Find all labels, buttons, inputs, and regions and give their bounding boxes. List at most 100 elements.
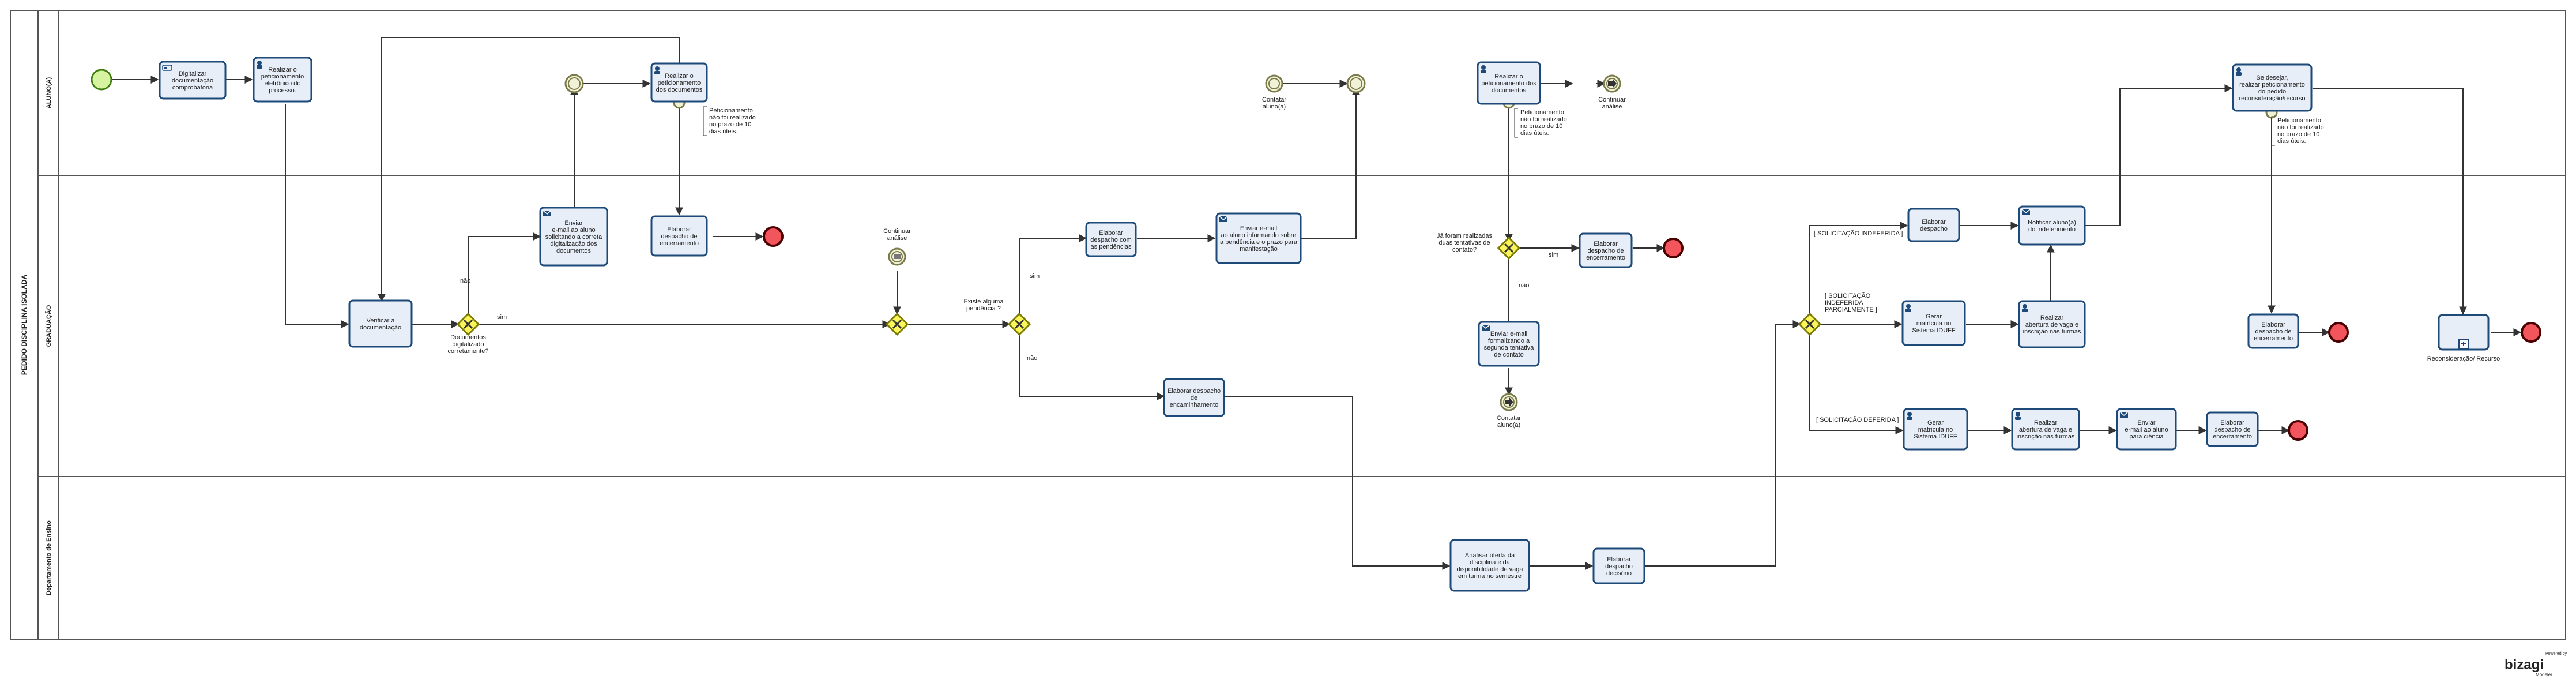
intermediate-event-2[interactable] <box>1346 74 1366 93</box>
task-label: encerramento <box>660 240 699 247</box>
task-label: despacho de <box>1588 247 1624 254</box>
task-label: eletrônico do <box>265 80 301 87</box>
user-icon <box>1907 412 1912 420</box>
flow-label: não <box>1519 282 1529 289</box>
intermediate-event-contatar-1[interactable] <box>1265 74 1283 93</box>
task-label: ao aluno informando sobre <box>1221 232 1297 239</box>
end-event-1[interactable] <box>763 226 784 247</box>
user-icon <box>257 61 262 69</box>
lane-graduacao: GRADUAÇÃO <box>37 175 2566 477</box>
task-t15[interactable]: Notificar aluno(a)do indeferimento <box>2018 205 2086 246</box>
gateway-documentos[interactable] <box>456 312 480 336</box>
event-label: análise <box>887 235 907 242</box>
annotation-text: dias úteis. <box>1520 130 1549 137</box>
task-label: Realizar o <box>1494 73 1523 80</box>
gateway-merge[interactable] <box>885 312 909 336</box>
script-icon <box>162 65 172 71</box>
user-icon <box>654 66 660 74</box>
end-event-3[interactable] <box>2328 322 2349 343</box>
annotation-text: Peticionamento <box>1520 109 1564 116</box>
annotation-text: Peticionamento <box>709 107 753 114</box>
task-label: Gerar <box>1926 313 1942 320</box>
end-event-5[interactable] <box>2521 322 2541 343</box>
event-label: aluno(a) <box>1497 422 1520 429</box>
task-label: documentação <box>172 77 213 84</box>
link-event-continuar-1[interactable] <box>1603 74 1621 93</box>
tasks: DigitalizardocumentaçãocomprobatóriaReal… <box>159 57 2490 592</box>
mail-icon <box>2021 209 2031 215</box>
task-label: Realizar o <box>665 73 694 80</box>
task-label: Elaborar <box>2220 419 2244 426</box>
lane-label-depto: Departamento de Ensino <box>46 520 52 595</box>
task-label: Verificar a <box>367 317 396 324</box>
gateway-tentativas[interactable] <box>1497 236 1521 260</box>
task-label: despacho de <box>2255 328 2292 335</box>
task-label: despacho com <box>1090 237 1132 243</box>
gateway-label: corretamente? <box>448 348 489 355</box>
task-label: matrícula no <box>1918 426 1953 433</box>
start-event[interactable] <box>91 69 112 91</box>
task-label: abertura de vaga e <box>2019 426 2072 433</box>
task-label: Elaborar <box>1607 556 1631 563</box>
user-icon <box>2236 67 2242 76</box>
task-label: Realizar o <box>268 66 297 73</box>
task-label: processo. <box>269 87 296 94</box>
brand-logo: Powered by bizagi Modeler <box>2505 652 2567 677</box>
link-event-continuar-2[interactable] <box>888 247 906 266</box>
task-label: disciplina e da <box>1470 559 1511 566</box>
task-label: reconsideração/recurso <box>2239 95 2306 102</box>
task-t25[interactable] <box>2438 314 2490 351</box>
task-label: segunda tentativa <box>1484 344 1535 351</box>
task-label: documentos <box>1492 87 1526 94</box>
task-label: Notificar aluno(a) <box>2028 219 2076 226</box>
task-label: Digitalizar <box>179 70 207 77</box>
task-label: Elaborar <box>1594 241 1618 247</box>
gateway-label: Existe alguma <box>963 298 1004 305</box>
lane-depto: Departamento de Ensino <box>37 476 2566 640</box>
link-event-contatar-2[interactable] <box>1500 393 1518 411</box>
mail-icon <box>1219 216 1228 222</box>
mail-icon <box>2119 411 2129 418</box>
annotation-text: Peticionamento <box>2277 117 2321 124</box>
task-label: matrícula no <box>1916 320 1952 327</box>
brand-powered: Powered by <box>2545 652 2567 656</box>
gateway-label: digitalizado <box>452 341 484 348</box>
gateway-pendencia[interactable] <box>1007 312 1031 336</box>
end-event-4[interactable] <box>2288 420 2308 441</box>
flow-label: sim <box>1549 252 1558 258</box>
task-label: Se desejar, <box>2256 74 2288 81</box>
end-event-2[interactable] <box>1663 238 1684 258</box>
task-label: encerramento <box>1586 254 1625 261</box>
flow-label: não <box>460 277 470 284</box>
task-label: Gerar <box>1927 419 1944 426</box>
gateway-decisao[interactable] <box>1798 312 1822 336</box>
task-label: encerramento <box>2254 335 2293 342</box>
task-label: despacho <box>1920 226 1948 232</box>
intermediate-event-1[interactable] <box>564 74 584 93</box>
